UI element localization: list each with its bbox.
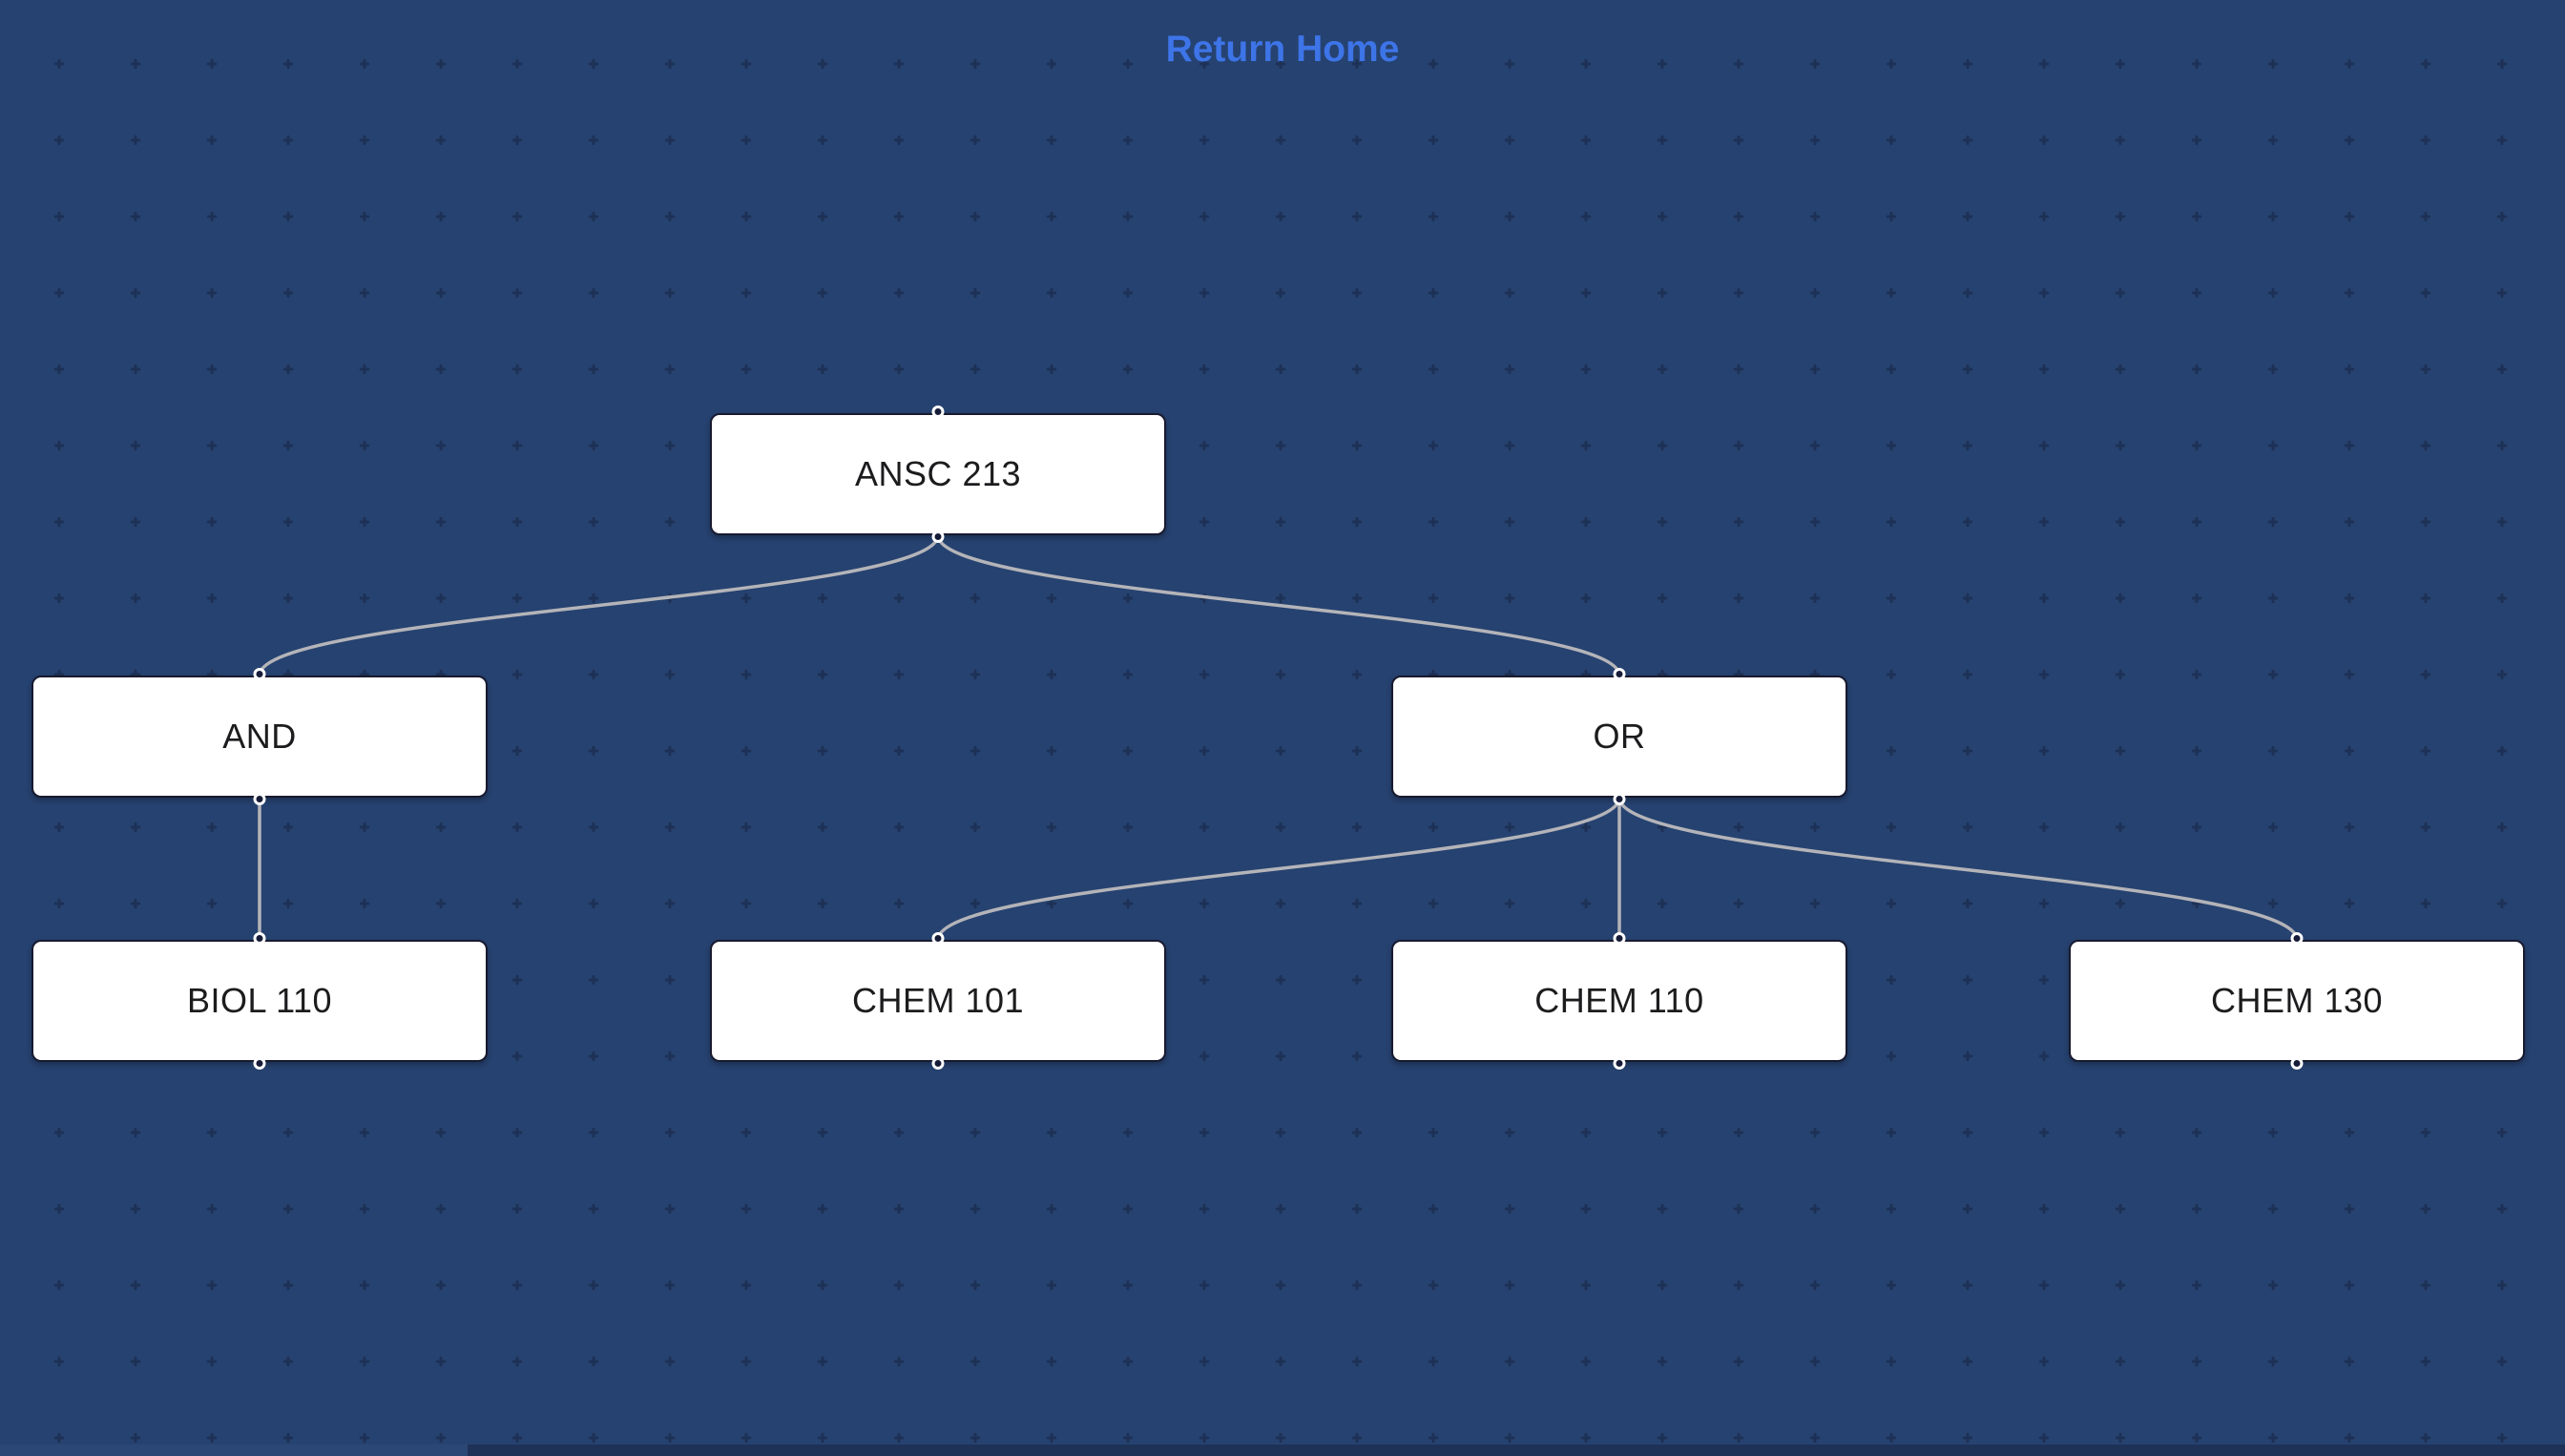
edge-or-to-chem-130[interactable] — [1617, 796, 2299, 942]
flow-node-ansc-213[interactable]: ANSC 213 — [710, 406, 1166, 543]
target-handle-top[interactable] — [253, 668, 266, 680]
flow-node-chem-101[interactable]: CHEM 101 — [710, 932, 1166, 1070]
node-label: CHEM 101 — [851, 981, 1025, 1020]
flow-node-chem-130[interactable]: CHEM 130 — [2069, 932, 2525, 1070]
target-handle-top[interactable] — [1613, 668, 1626, 680]
flow-node-chem-110[interactable]: CHEM 110 — [1391, 932, 1847, 1070]
horizontal-scrollbar-track[interactable] — [0, 1445, 2565, 1456]
return-home-link[interactable]: Return Home — [1165, 29, 1400, 70]
source-handle-bottom[interactable] — [2290, 1057, 2304, 1070]
flow-node-and[interactable]: AND — [31, 668, 488, 805]
source-handle-bottom[interactable] — [1613, 1057, 1626, 1070]
flow-node-biol-110[interactable]: BIOL 110 — [31, 932, 488, 1070]
source-handle-bottom[interactable] — [931, 530, 945, 543]
target-handle-top[interactable] — [253, 932, 266, 945]
source-handle-bottom[interactable] — [253, 1057, 266, 1070]
node-label: CHEM 130 — [2210, 981, 2384, 1020]
target-handle-top[interactable] — [931, 406, 945, 418]
flow-node-or[interactable]: OR — [1391, 668, 1847, 805]
horizontal-scrollbar-thumb[interactable] — [0, 1445, 468, 1456]
node-label: AND — [222, 717, 297, 756]
edge-ansc-213-to-or[interactable] — [936, 533, 1621, 677]
source-handle-bottom[interactable] — [1613, 793, 1626, 805]
node-label: OR — [1593, 717, 1646, 756]
target-handle-top[interactable] — [1613, 932, 1626, 945]
node-label: BIOL 110 — [186, 981, 333, 1020]
target-handle-top[interactable] — [2290, 932, 2304, 945]
source-handle-bottom[interactable] — [931, 1057, 945, 1070]
node-label: ANSC 213 — [854, 454, 1022, 493]
edge-or-to-chem-101[interactable] — [936, 796, 1621, 942]
node-label: CHEM 110 — [1534, 981, 1704, 1020]
edge-ansc-213-to-and[interactable] — [258, 533, 940, 677]
source-handle-bottom[interactable] — [253, 793, 266, 805]
target-handle-top[interactable] — [931, 932, 945, 945]
